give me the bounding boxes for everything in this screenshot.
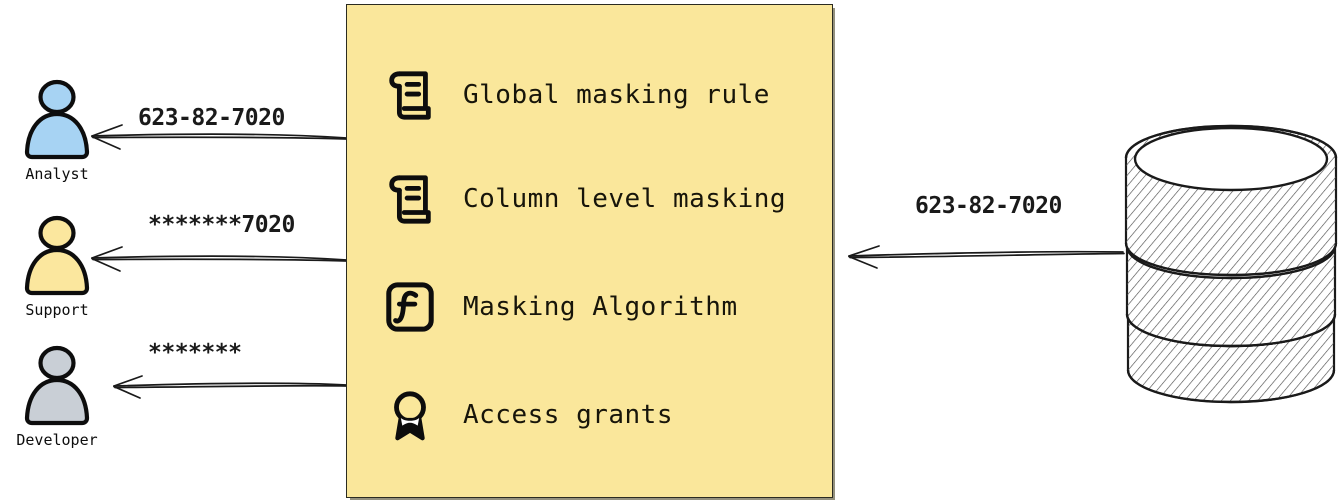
actor-analyst[interactable]: Analyst [2, 78, 112, 183]
policy-item-column-level-masking[interactable]: Column level masking [383, 169, 786, 229]
actor-label: Developer [16, 431, 98, 449]
arrow-policy-to-analyst [91, 124, 348, 150]
person-icon [24, 79, 90, 160]
policy-item-global-masking-rule[interactable]: Global masking rule [383, 65, 770, 125]
policy-item-list: Global masking rule Column level masking [347, 5, 832, 497]
actor-developer[interactable]: Developer [2, 344, 112, 449]
person-icon [24, 215, 90, 296]
policy-item-label: Global masking rule [463, 80, 770, 110]
person-icon [24, 345, 90, 426]
scroll-icon [389, 71, 431, 120]
arrow-label-analyst: 623-82-7020 [138, 105, 285, 131]
policy-item-label: Access grants [463, 400, 673, 430]
arrow-database-to-policy [848, 245, 1125, 269]
database-cylinder-icon[interactable] [1120, 118, 1340, 408]
actor-label: Support [25, 301, 89, 319]
arrow-policy-to-developer [113, 375, 348, 399]
database-disc-top [1124, 124, 1338, 277]
award-ribbon-icon [394, 391, 426, 441]
scroll-icon [389, 175, 431, 224]
arrow-label-developer: ******* [148, 340, 242, 366]
actor-support[interactable]: Support [2, 214, 112, 319]
policy-item-masking-algorithm[interactable]: Masking Algorithm [383, 277, 738, 337]
function-icon [386, 282, 434, 332]
arrow-label-support: *******7020 [148, 212, 295, 238]
actor-label: Analyst [25, 165, 89, 183]
policy-box: Global masking rule Column level masking [346, 4, 833, 498]
arrow-policy-to-support [91, 246, 348, 272]
policy-item-access-grants[interactable]: Access grants [383, 385, 673, 445]
policy-item-label: Column level masking [463, 184, 787, 214]
arrow-label-source: 623-82-7020 [915, 193, 1062, 219]
policy-item-label: Masking Algorithm [463, 292, 738, 322]
